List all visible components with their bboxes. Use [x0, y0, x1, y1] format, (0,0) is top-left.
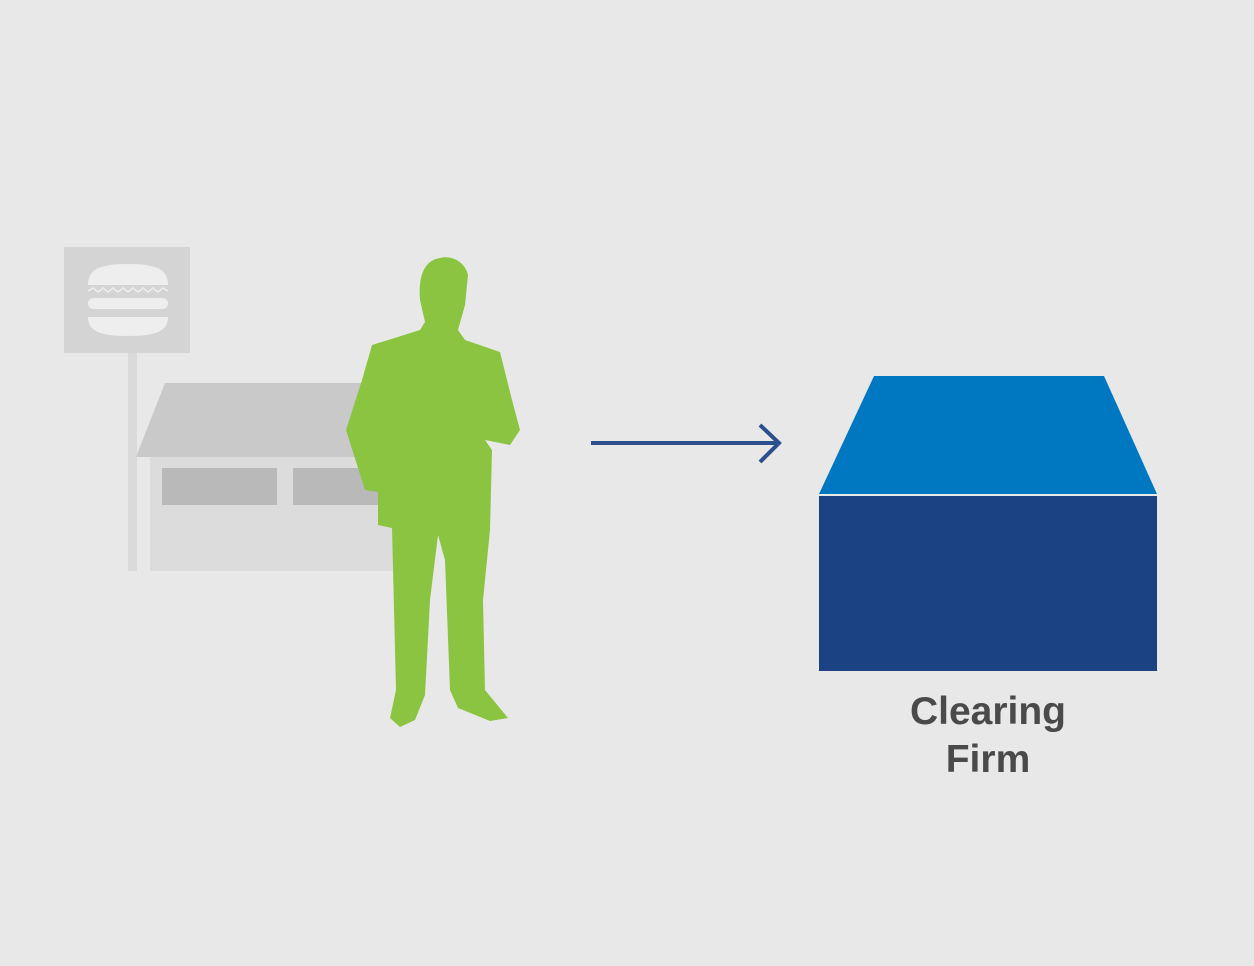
restaurant-building — [64, 247, 395, 571]
clearing-firm-box — [819, 376, 1157, 671]
building-window — [162, 468, 277, 505]
box-front — [819, 496, 1157, 671]
arrow-right-icon — [591, 423, 782, 464]
burger-icon — [87, 264, 169, 336]
sign-pole — [128, 353, 137, 571]
building-roof — [136, 383, 370, 457]
box-top — [819, 376, 1157, 494]
person-silhouette — [346, 257, 520, 727]
clearing-firm-label-line2: Firm — [945, 738, 1031, 781]
clearing-firm-label-line1: Clearing — [909, 690, 1067, 733]
